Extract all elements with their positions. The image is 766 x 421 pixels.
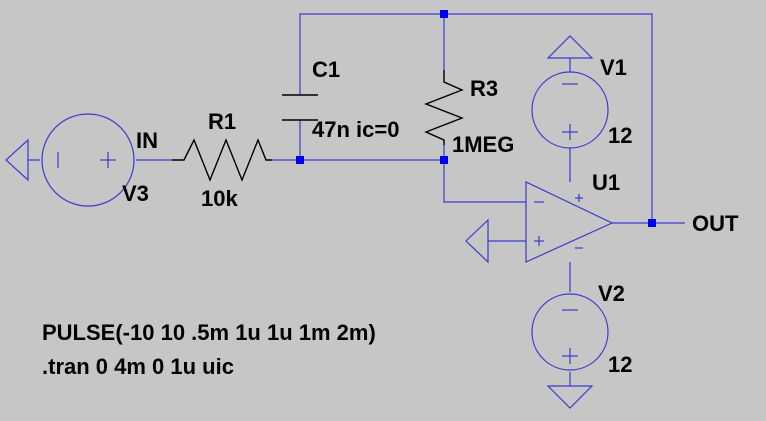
resistor-r1[interactable] bbox=[172, 138, 272, 182]
label-c1-value: 47n ic=0 bbox=[312, 117, 399, 142]
junction-top bbox=[440, 10, 448, 18]
ground-v2-icon bbox=[546, 385, 594, 409]
net-label-in: IN bbox=[136, 128, 158, 153]
label-u1-name: U1 bbox=[592, 170, 620, 195]
opamp-u1[interactable] bbox=[525, 181, 614, 263]
label-r3-name: R3 bbox=[470, 76, 498, 101]
label-r1-name: R1 bbox=[208, 109, 236, 134]
capacitor-c1[interactable] bbox=[282, 94, 318, 121]
voltage-source-v1[interactable] bbox=[531, 71, 609, 149]
label-v2-value: 12 bbox=[608, 352, 632, 377]
ground-v3-icon bbox=[5, 138, 29, 182]
label-v1-name: V1 bbox=[600, 55, 627, 80]
ground-v1-icon bbox=[546, 35, 594, 59]
voltage-source-v2[interactable] bbox=[531, 293, 609, 371]
directive-tran[interactable]: .tran 0 4m 0 1u uic bbox=[42, 354, 234, 379]
label-v3-name: V3 bbox=[122, 181, 149, 206]
wire-c1-top[interactable] bbox=[299, 13, 653, 223]
junction-c1-r1 bbox=[296, 156, 304, 164]
resistor-r3[interactable] bbox=[424, 70, 464, 145]
label-r3-value: 1MEG bbox=[452, 132, 514, 157]
label-v1-value: 12 bbox=[608, 123, 632, 148]
junction-r3-node bbox=[440, 156, 448, 164]
label-v2-name: V2 bbox=[598, 281, 625, 306]
junction-out bbox=[648, 219, 656, 227]
wire-inv-input[interactable] bbox=[443, 160, 526, 203]
directive-pulse[interactable]: PULSE(-10 10 .5m 1u 1u 1m 2m) bbox=[42, 320, 376, 345]
voltage-source-v3[interactable] bbox=[41, 113, 135, 207]
label-c1-name: C1 bbox=[312, 57, 340, 82]
label-r1-value: 10k bbox=[201, 186, 238, 211]
net-label-out: OUT bbox=[692, 211, 739, 236]
ground-opamp-icon bbox=[465, 218, 489, 264]
